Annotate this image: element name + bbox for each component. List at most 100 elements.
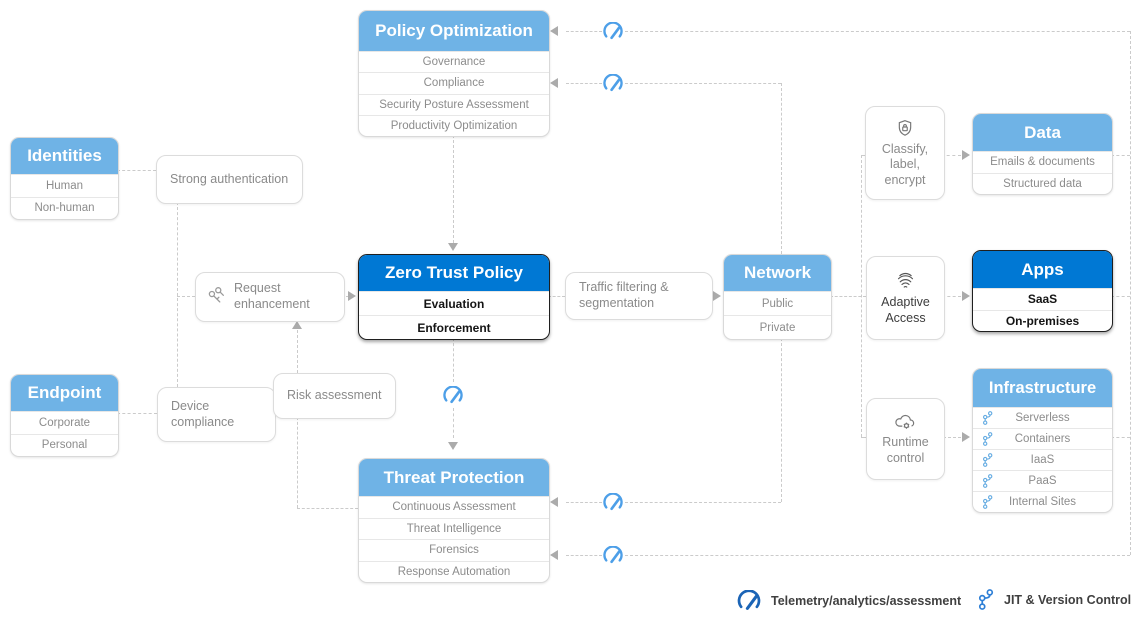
telemetry-icon (602, 545, 624, 564)
shield-lock-icon (895, 118, 915, 138)
connector (453, 408, 454, 438)
telemetry-icon (736, 589, 762, 611)
table-row: Security Posture Assessment (359, 93, 549, 115)
table-row: Evaluation (359, 291, 549, 315)
table-row: On-premises (973, 309, 1112, 332)
table-row: IaaS (973, 449, 1112, 470)
strong-authentication-box: Strong authentication (156, 155, 303, 204)
legend-telemetry: Telemetry/analytics/assessment (736, 589, 962, 611)
arrowhead-right (962, 432, 970, 442)
traffic-filtering-box: Traffic filtering & segmentation (565, 272, 713, 320)
keys-icon (206, 286, 228, 308)
legend-label: JIT & Version Control (1004, 592, 1132, 607)
arrowhead-left (550, 497, 558, 507)
table-row: Forensics (359, 539, 549, 561)
connector (297, 508, 358, 509)
network-box: Network Public Private (723, 254, 832, 340)
connector (942, 296, 961, 297)
table-row: Internal Sites (973, 491, 1112, 512)
table-row: Threat Intelligence (359, 517, 549, 540)
connector (117, 170, 156, 171)
jit-version-control-icon (982, 432, 994, 447)
arrowhead-right (348, 291, 356, 301)
zero-trust-policy-box: Zero Trust Policy Evaluation Enforcement (358, 254, 550, 340)
box-title: Endpoint (11, 375, 118, 411)
apps-box: Apps SaaS On-premises (972, 250, 1113, 332)
connector (297, 417, 298, 508)
table-row: Corporate (11, 411, 118, 434)
identities-box: Identities Human Non-human (10, 137, 119, 220)
connector (548, 296, 565, 297)
connector (625, 31, 1130, 32)
connector (861, 155, 866, 156)
connector (177, 296, 195, 297)
jit-version-control-icon (982, 411, 994, 426)
table-row: Structured data (973, 172, 1112, 195)
policy-optimization-box: Policy Optimization Governance Complianc… (358, 10, 550, 137)
legend-jit: JIT & Version Control (978, 588, 1131, 611)
telemetry-icon (602, 21, 624, 40)
risk-assessment-box: Risk assessment (273, 373, 396, 419)
jit-version-control-icon (982, 495, 994, 510)
box-title: Network (724, 255, 831, 291)
arrowhead-down (448, 442, 458, 450)
connector (566, 502, 602, 503)
connector (781, 338, 782, 502)
arrowhead-right (962, 150, 970, 160)
table-row: Personal (11, 433, 118, 457)
table-row: PaaS (973, 470, 1112, 491)
table-row: SaaS (973, 288, 1112, 310)
box-title: Apps (973, 251, 1112, 288)
arrowhead-right (962, 291, 970, 301)
table-row: Non-human (11, 196, 118, 220)
arrowhead-left (550, 550, 558, 560)
table-row: Containers (973, 428, 1112, 449)
telemetry-icon (602, 492, 624, 511)
box-title: Data (973, 114, 1112, 151)
arrowhead-left (550, 78, 558, 88)
endpoint-box: Endpoint Corporate Personal (10, 374, 119, 457)
connector (941, 155, 961, 156)
adaptive-access-box: Adaptive Access (866, 256, 945, 340)
connector (1111, 437, 1130, 438)
table-row: Compliance (359, 72, 549, 93)
connector (1130, 31, 1131, 555)
box-title: Zero Trust Policy (359, 255, 549, 291)
telemetry-icon (442, 385, 464, 404)
connector (625, 555, 1130, 556)
table-row: Human (11, 174, 118, 197)
jit-version-control-icon (982, 474, 994, 489)
table-row: Enforcement (359, 315, 549, 339)
box-title: Identities (11, 138, 118, 174)
connector (861, 437, 867, 438)
connector (781, 83, 782, 254)
connector (453, 338, 454, 382)
classify-label-encrypt-box: Classify, label, encrypt (865, 106, 945, 200)
connector (566, 555, 602, 556)
fingerprint-icon (895, 270, 916, 291)
runtime-control-box: Runtime control (866, 398, 945, 480)
arrowhead-down (448, 243, 458, 251)
telemetry-icon (602, 73, 624, 92)
connector (625, 502, 781, 503)
connector (177, 202, 178, 387)
jit-version-control-icon (982, 453, 994, 468)
box-title: Threat Protection (359, 459, 549, 496)
box-title: Policy Optimization (359, 11, 549, 51)
data-box: Data Emails & documents Structured data (972, 113, 1113, 195)
connector (830, 296, 866, 297)
infrastructure-box: Infrastructure Serverless Containers Iaa… (972, 368, 1113, 513)
table-row: Serverless (973, 407, 1112, 428)
jit-version-control-icon (978, 588, 995, 611)
legend-label: Telemetry/analytics/assessment (771, 593, 962, 608)
device-compliance-box: Device compliance (157, 387, 276, 442)
table-row: Emails & documents (973, 151, 1112, 173)
connector (625, 83, 781, 84)
box-title: Infrastructure (973, 369, 1112, 407)
connector (861, 155, 862, 437)
connector (1111, 155, 1130, 156)
connector (297, 330, 298, 373)
table-row: Productivity Optimization (359, 114, 549, 136)
cloud-gear-icon (894, 412, 918, 431)
